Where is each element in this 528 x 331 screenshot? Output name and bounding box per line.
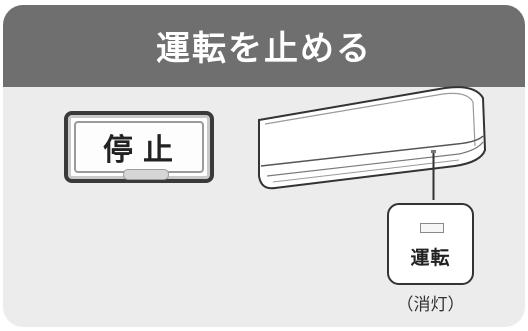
air-conditioner-louver-2 [272, 159, 460, 183]
indicator-lamp-icon [420, 223, 444, 233]
air-conditioner-contour [264, 92, 476, 147]
air-conditioner-louver-1 [266, 153, 460, 177]
air-conditioner-lamp-spot [431, 150, 436, 153]
page-title: 運転を止める [156, 28, 372, 69]
stop-button-face: 停止 [74, 121, 204, 180]
air-conditioner-icon [258, 86, 487, 200]
air-conditioner-front-line [260, 135, 484, 167]
instruction-panel: 運転を止める 停止 運転 （消灯） [3, 5, 525, 327]
stop-button[interactable]: 停止 [64, 111, 214, 183]
air-conditioner-body [258, 86, 487, 190]
title-bar: 運転を止める [3, 5, 525, 87]
indicator-label: 運転 [410, 247, 451, 269]
indicator-status: （消灯） [396, 295, 465, 315]
air-conditioner-side-cap [458, 141, 484, 155]
stop-button-label: 停止 [103, 133, 183, 168]
indicator-callout: 運転 [387, 203, 474, 285]
stop-button-indicator-icon [123, 169, 169, 180]
